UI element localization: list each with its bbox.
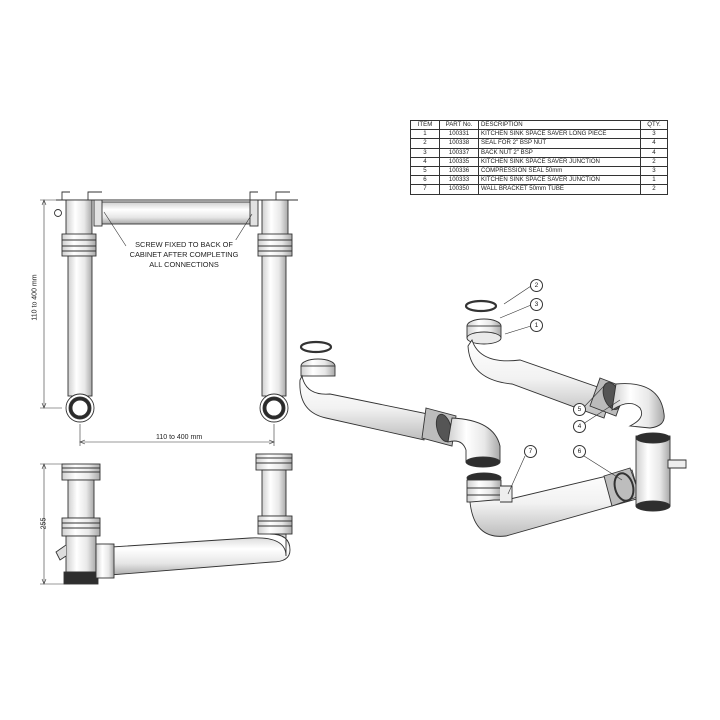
cell-description: KITCHEN SINK SPACE SAVER JUNCTION [478,156,641,168]
dimension-height-side: 255 [40,517,48,530]
isometric-view [299,285,687,537]
cell-qty: 3 [640,166,668,177]
cell-qty: 3 [640,129,668,140]
table-row: 1 100331 KITCHEN SINK SPACE SAVER LONG P… [410,129,668,140]
cell-description: SEAL FOR 2" BSP NUT [478,138,641,149]
header-item: ITEM [410,119,440,131]
cell-part: 100337 [439,147,479,158]
cell-qty: 1 [640,175,668,186]
balloon-item-2: 2 [530,279,543,292]
parts-list-table: ITEM PART No. DESCRIPTION QTY. 1 100331 … [410,119,668,195]
cell-item: 1 [410,129,440,140]
cell-qty: 4 [640,147,668,158]
cell-part: 100331 [439,129,479,140]
balloon-item-3: 3 [530,298,543,311]
note-line-1: SCREW FIXED TO BACK OF [135,240,233,249]
cell-item: 2 [410,138,440,149]
balloon-item-1: 1 [530,319,543,332]
side-view [40,453,293,585]
dimension-horizontal-front: 110 to 400 mm [154,434,205,441]
table-row: 4 100335 KITCHEN SINK SPACE SAVER JUNCTI… [410,156,668,168]
cell-part: 100338 [439,138,479,149]
cell-qty: 2 [640,156,668,168]
cell-part: 100350 [439,184,479,195]
cell-description: WALL BRACKET 50mm TUBE [478,184,641,195]
header-part-no: PART No. [439,119,479,131]
cell-item: 3 [410,147,440,158]
balloon-item-4: 4 [573,420,586,433]
cell-part: 100333 [439,175,479,186]
front-view [40,191,298,446]
cell-item: 5 [410,166,440,177]
note-line-3: ALL CONNECTIONS [149,260,219,269]
dimension-vertical-front: 110 to 400 mm [31,274,39,321]
cell-description: KITCHEN SINK SPACE SAVER LONG PIECE [478,129,641,140]
cell-item: 7 [410,184,440,195]
cell-item: 6 [410,175,440,186]
table-row: 7 100350 WALL BRACKET 50mm TUBE 2 [410,184,668,195]
table-row: 3 100337 BACK NUT 2" BSP 4 [410,147,668,158]
cell-part: 100336 [439,166,479,177]
balloon-item-7: 7 [524,445,537,458]
table-row: 2 100338 SEAL FOR 2" BSP NUT 4 [410,138,668,149]
balloon-item-6: 6 [573,445,586,458]
table-row: 6 100333 KITCHEN SINK SPACE SAVER JUNCTI… [410,175,668,186]
cell-description: KITCHEN SINK SPACE SAVER JUNCTION [478,175,641,186]
cell-description: BACK NUT 2" BSP [478,147,641,158]
cell-qty: 4 [640,138,668,149]
table-header-row: ITEM PART No. DESCRIPTION QTY. [410,119,668,131]
table-row: 5 100336 COMPRESSION SEAL 50mm 3 [410,166,668,177]
header-qty: QTY. [640,119,668,131]
note-line-2: CABINET AFTER COMPLETING [129,250,239,259]
cell-item: 4 [410,156,440,168]
cell-qty: 2 [640,184,668,195]
screw-fixing-note: SCREW FIXED TO BACK OF CABINET AFTER COM… [128,240,240,270]
header-description: DESCRIPTION [478,119,641,131]
cell-description: COMPRESSION SEAL 50mm [478,166,641,177]
cell-part: 100335 [439,156,479,168]
balloon-item-5: 5 [573,403,586,416]
